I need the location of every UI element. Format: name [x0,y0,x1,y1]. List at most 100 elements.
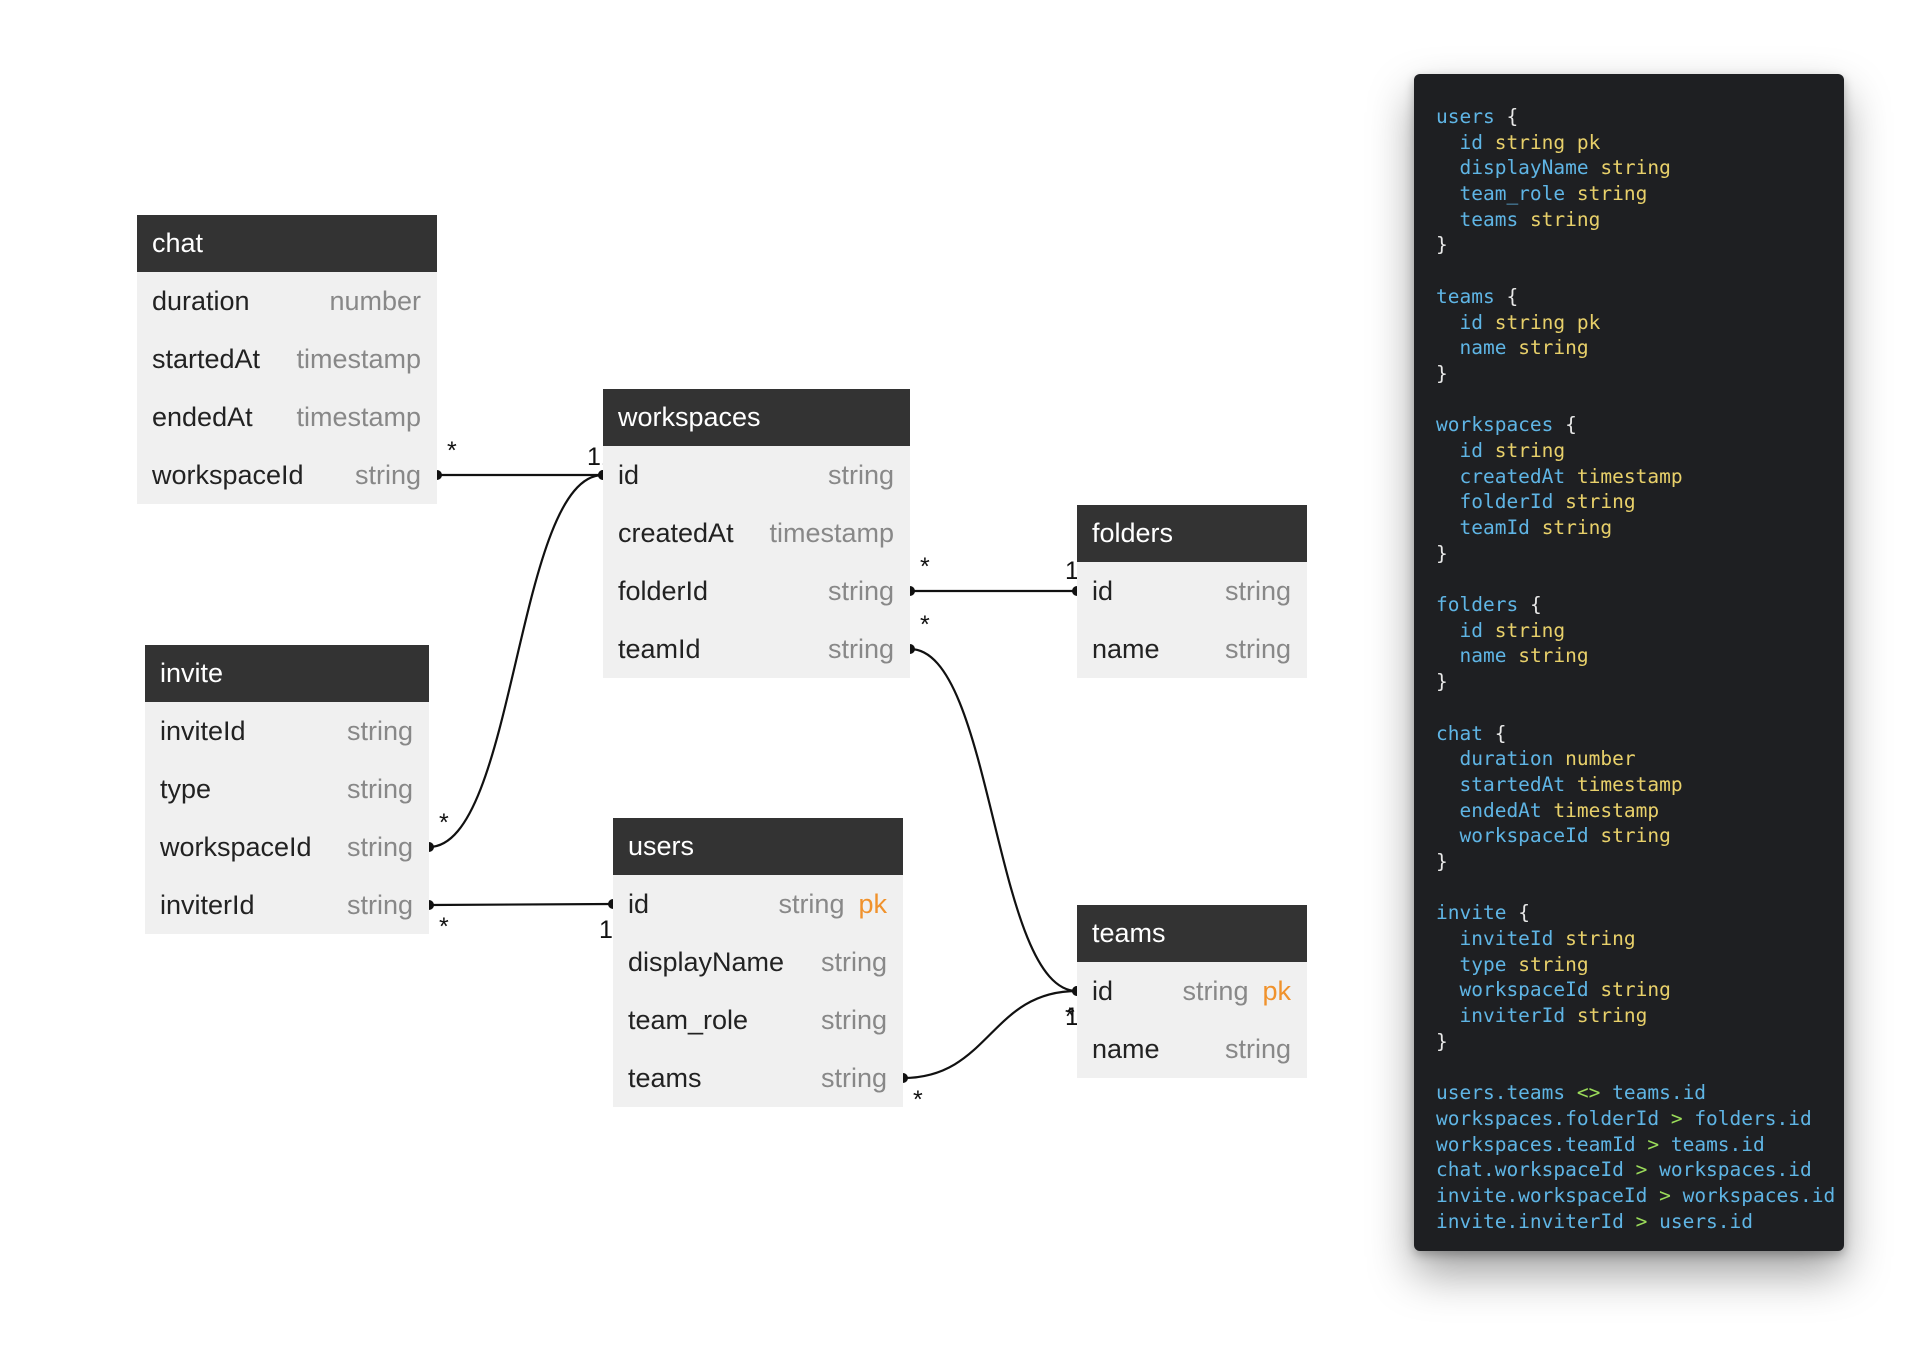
column-type: string [347,702,413,760]
code-line: teams string [1459,207,1601,231]
cardinality-label: * [920,611,930,639]
column-type: string [355,446,421,504]
cardinality-label: 1 [587,443,601,471]
column-type: string [347,876,413,934]
table-row[interactable]: inviteId string [145,702,429,760]
code-line [1436,566,1844,592]
code-line: invite.inviterId > users.id [1436,1209,1754,1233]
column-type-label: string [1224,576,1291,606]
column-type: string [828,446,894,504]
cardinality-label: 1 [599,916,613,944]
code-line: teamId string [1459,516,1613,539]
code-line: } [1436,541,1448,565]
table-row[interactable]: endedAt timestamp [137,388,437,446]
column-type-label: string [1224,1034,1291,1064]
table-header[interactable]: folders [1077,505,1307,562]
cardinality-label: * [913,1086,923,1114]
table-row[interactable]: displayName string [613,933,903,991]
column-type-label: string [346,774,413,804]
code-line: duration number [1459,747,1636,771]
code-line [1436,387,1844,413]
table-header[interactable]: teams [1077,905,1307,962]
column-type: string [821,933,887,991]
code-line: } [1436,670,1448,694]
column-name: folderId [618,576,709,606]
table-header[interactable]: invite [145,645,429,702]
column-name: startedAt [152,344,261,374]
code-line: } [1436,1029,1448,1053]
column-type-label: string [827,576,894,606]
code-line: createdAt timestamp [1459,464,1683,488]
column-name: displayName [628,947,785,977]
code-line [1436,695,1844,721]
column-name: type [160,774,212,804]
code-line: workspaceId string [1459,824,1671,848]
table-row[interactable]: workspaceId string [145,818,429,876]
code-line: invite { [1436,901,1530,925]
code-line: id string [1459,438,1566,462]
column-type: timestamp [296,388,421,446]
code-line: invite.workspaceId > workspaces.id [1436,1183,1836,1207]
column-name: inviterId [160,890,255,920]
column-type: string [347,760,413,818]
code-line: team_role string [1459,182,1648,206]
code-line: workspaces { [1436,413,1577,437]
table-row[interactable]: inviterId string [145,876,429,934]
cardinality-label: * [920,553,930,581]
cardinality-label: * [447,437,457,465]
column-name: inviteId [160,716,246,746]
code-line: users { [1436,105,1519,128]
table-header[interactable]: workspaces [603,389,910,446]
column-type: string [1225,1020,1291,1078]
cardinality-label: * [439,913,449,941]
table-header[interactable]: users [613,818,903,875]
column-name: id [628,889,650,919]
column-type: timestamp [296,330,421,388]
column-type-label: string [1224,634,1291,664]
table-row[interactable]: name string [1077,1020,1307,1078]
table-header[interactable]: chat [137,215,437,272]
table-row[interactable]: startedAt timestamp [137,330,437,388]
table-row[interactable]: type string [145,760,429,818]
code-line: type string [1459,952,1589,976]
code-line: name string [1459,336,1589,360]
relation-line [902,989,1078,1080]
column-type-label: string [778,889,845,919]
column-type: string [1225,562,1291,620]
column-name: endedAt [152,402,253,432]
code-line: workspaces.teamId > teams.id [1436,1132,1765,1156]
code-line [1436,258,1844,284]
column-type-label: timestamp [769,518,894,548]
column-name: teams [628,1063,702,1093]
code-line: folders { [1436,593,1542,617]
column-type: string [1225,620,1291,678]
column-name: name [1092,1034,1160,1064]
column-type-label: string [354,460,421,490]
relation-line [909,647,1078,993]
code-line: displayName string [1459,156,1671,180]
table-row[interactable]: folderId string [603,562,910,620]
schema-code-panel[interactable]: users { id string pk displayName string … [1414,74,1844,1251]
column-type-label: string [346,716,413,746]
column-name: workspaceId [160,832,312,862]
code-line: folderId string [1459,490,1636,514]
column-type-label: string [346,832,413,862]
